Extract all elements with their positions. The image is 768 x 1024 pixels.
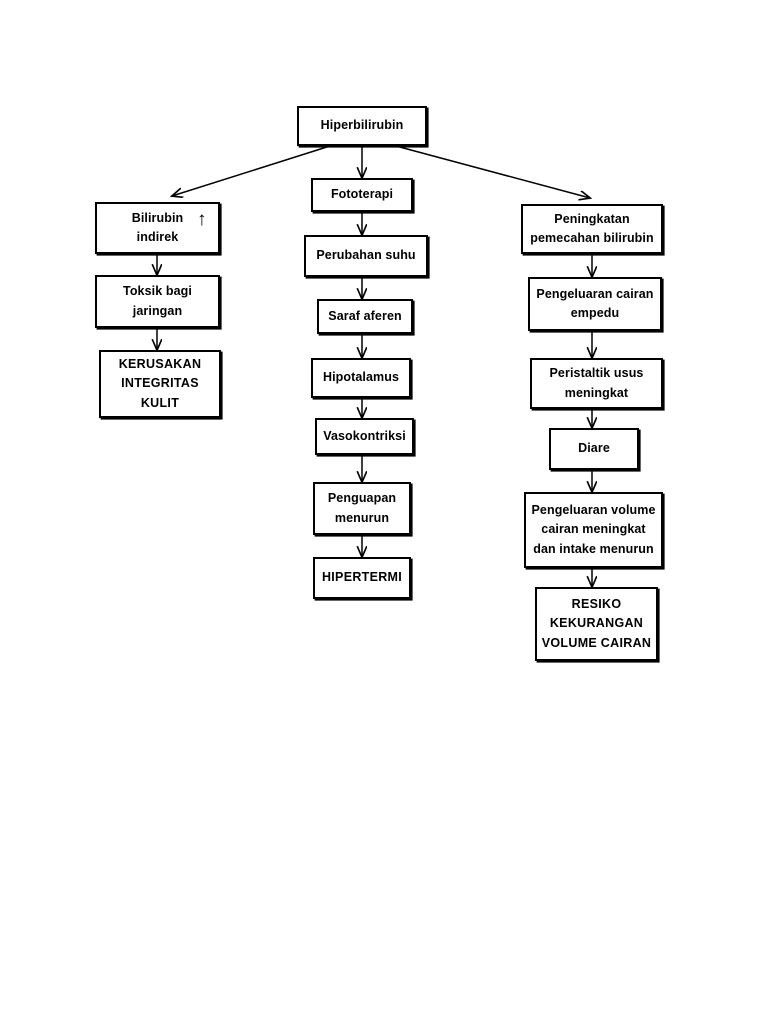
node-label: Fototerapi (330, 187, 394, 202)
node-label: Diare (578, 441, 610, 456)
node-label: Bilirubin indirek (131, 210, 184, 244)
node-label: HIPERTERMI (321, 570, 403, 585)
node-label: Saraf aferen (328, 308, 402, 323)
node-vasokontriksi[interactable]: Vasokontriksi (315, 418, 414, 455)
node-resiko-kekurangan-volume-cairan[interactable]: RESIKO KEKURANGAN VOLUME CAIRAN (535, 587, 658, 661)
node-hipertermi[interactable]: HIPERTERMI (313, 557, 411, 599)
node-perubahan-suhu[interactable]: Perubahan suhu (304, 235, 428, 277)
node-kerusakan-integritas-kulit[interactable]: KERUSAKAN INTEGRITAS KULIT (99, 350, 221, 418)
node-pengeluaran-volume-cairan[interactable]: Pengeluaran volume cairan meningkat dan … (524, 492, 663, 568)
node-label: Pengeluaran cairan empedu (536, 286, 654, 320)
node-peristaltik-usus-meningkat[interactable]: Peristaltik usus meningkat (530, 358, 663, 409)
node-label: Vasokontriksi (323, 428, 406, 443)
node-label: Hiperbilirubin (320, 118, 404, 133)
node-diare[interactable]: Diare (549, 428, 639, 470)
node-hipotalamus[interactable]: Hipotalamus (311, 358, 411, 398)
edge-root-to-right (395, 145, 590, 198)
node-bilirubin-indirek[interactable]: Bilirubin indirek (95, 202, 220, 254)
node-label: Peristaltik usus meningkat (549, 366, 644, 400)
node-label: KERUSAKAN INTEGRITAS KULIT (118, 356, 202, 410)
node-peningkatan-pemecahan-bilirubin[interactable]: Peningkatan pemecahan bilirubin (521, 204, 663, 254)
node-label: Hipotalamus (322, 370, 400, 385)
edge-root-to-left (172, 145, 331, 196)
node-toksik-bagi-jaringan[interactable]: Toksik bagi jaringan (95, 275, 220, 328)
node-penguapan-menurun[interactable]: Penguapan menurun (313, 482, 411, 535)
node-saraf-aferen[interactable]: Saraf aferen (317, 299, 413, 334)
node-fototerapi[interactable]: Fototerapi (311, 178, 413, 212)
increase-arrow-icon: ↑ (197, 209, 207, 230)
node-label: Peningkatan pemecahan bilirubin (530, 211, 654, 245)
node-label: Penguapan menurun (327, 491, 397, 525)
node-hiperbilirubin[interactable]: Hiperbilirubin (297, 106, 427, 146)
node-label: Toksik bagi jaringan (123, 284, 192, 318)
node-label: Pengeluaran volume cairan meningkat dan … (531, 502, 656, 556)
node-label: Perubahan suhu (316, 248, 416, 263)
node-pengeluaran-cairan-empedu[interactable]: Pengeluaran cairan empedu (528, 277, 662, 331)
node-label: RESIKO KEKURANGAN VOLUME CAIRAN (541, 596, 652, 650)
